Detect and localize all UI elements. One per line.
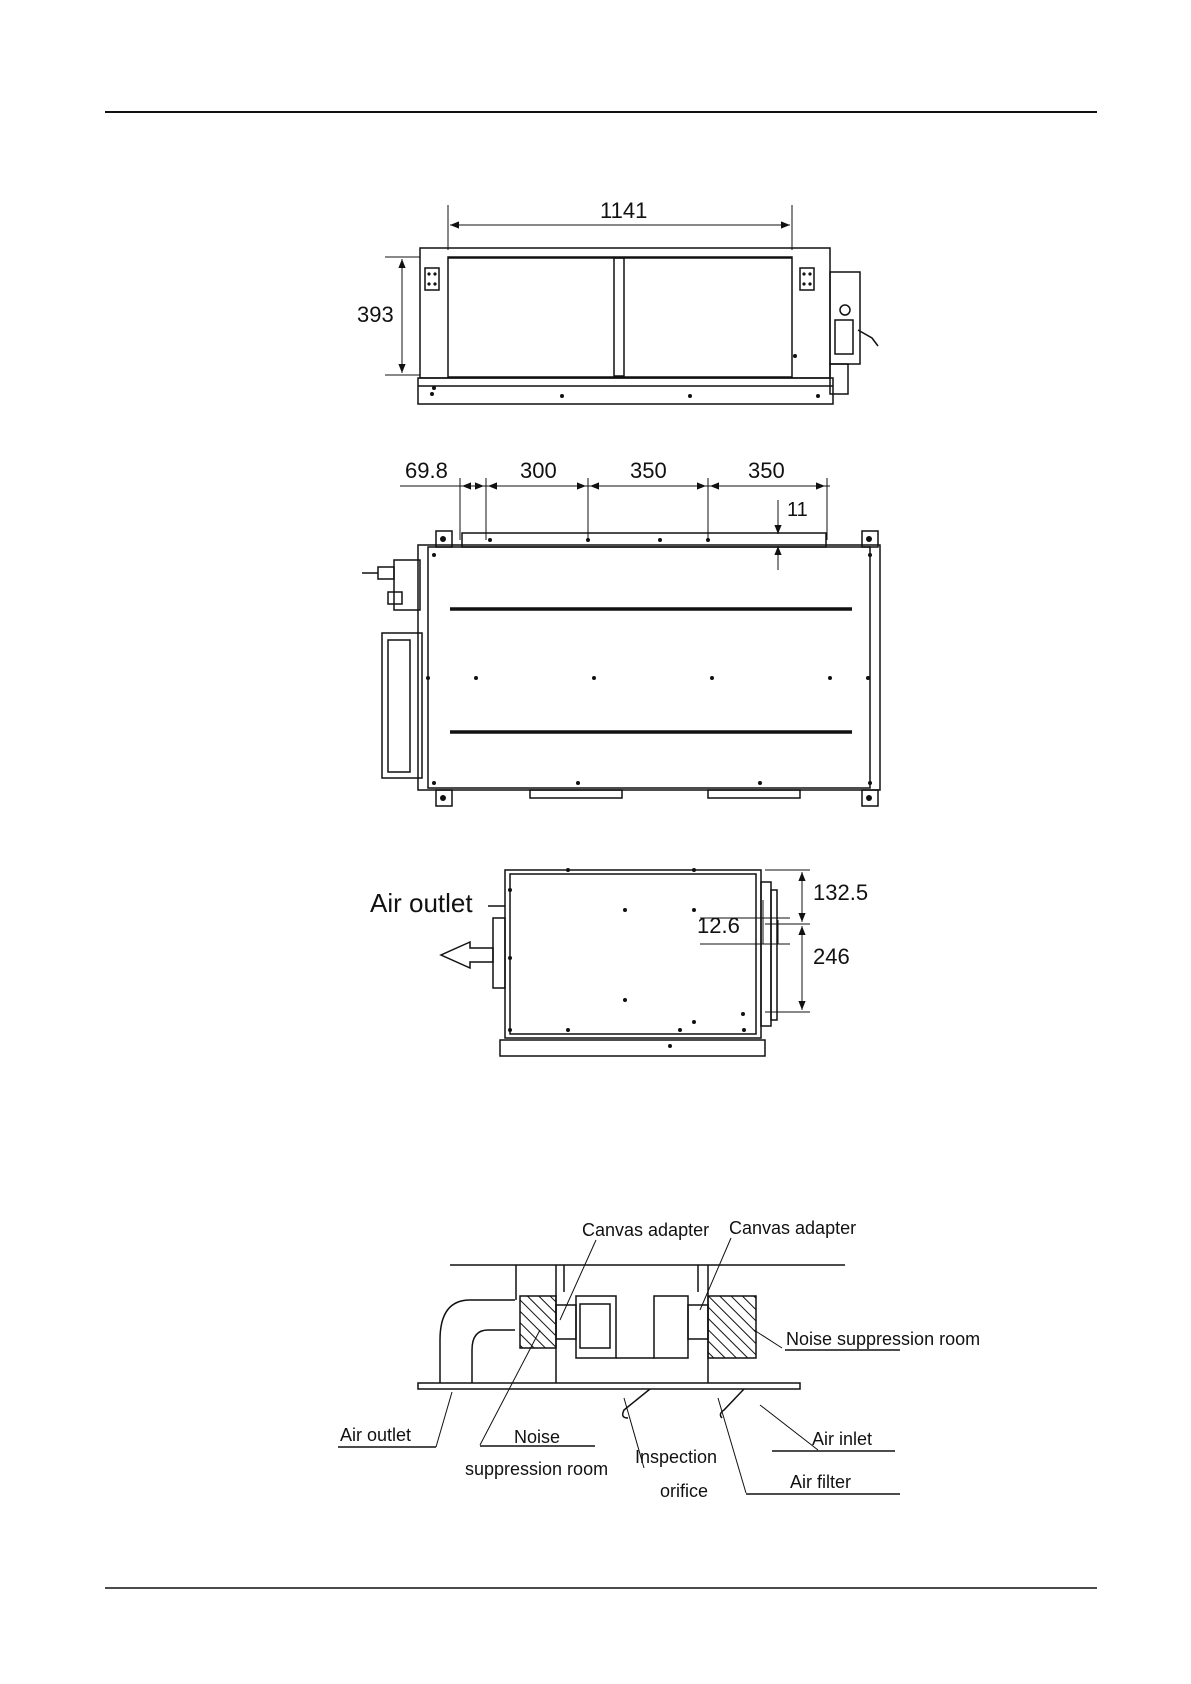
inspection-orifice-line2: orifice <box>660 1481 708 1501</box>
canvas-adapter-right-label: Canvas adapter <box>729 1218 856 1238</box>
top-offset-dim: 11 <box>787 499 808 521</box>
front-view <box>385 205 878 404</box>
air-filter-label: Air filter <box>790 1472 851 1492</box>
inspection-orifice-line1: Inspection <box>635 1447 717 1467</box>
top-spacing-4: 350 <box>748 458 785 483</box>
side-view <box>441 868 810 1056</box>
top-view <box>362 478 880 806</box>
noise-room-left-line2: suppression room <box>465 1459 608 1479</box>
top-spacing-1: 69.8 <box>405 458 448 483</box>
canvas-adapter-left-label: Canvas adapter <box>582 1220 709 1240</box>
air-outlet-label: Air outlet <box>340 1425 411 1445</box>
top-spacing-3: 350 <box>630 458 667 483</box>
noise-room-right-label: Noise suppression room <box>786 1329 980 1349</box>
side-upper-dim: 132.5 <box>813 880 868 905</box>
front-width-dim: 1141 <box>600 198 647 223</box>
air-inlet-label: Air inlet <box>812 1429 872 1449</box>
side-outlet-label: Air outlet <box>370 888 473 918</box>
front-height-dim: 393 <box>357 302 394 327</box>
installation-diagram <box>338 1238 900 1494</box>
top-spacing-2: 300 <box>520 458 557 483</box>
side-lower-dim: 246 <box>813 944 850 969</box>
side-flange-dim: 12.6 <box>697 913 740 938</box>
noise-room-left-line1: Noise <box>514 1427 560 1447</box>
